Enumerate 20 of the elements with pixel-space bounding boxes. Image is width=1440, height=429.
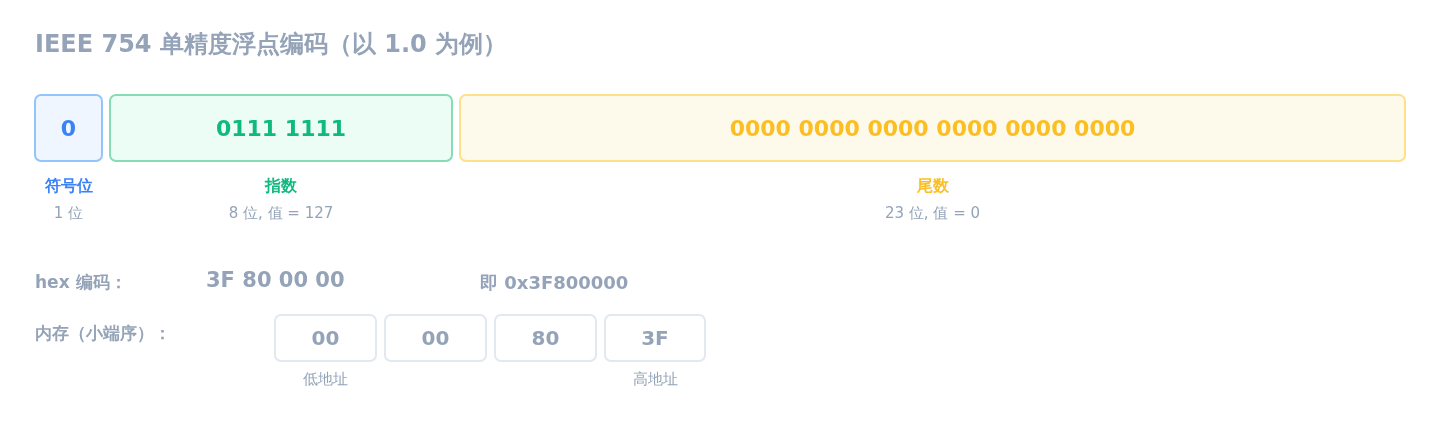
- field-name: 符号位: [43, 176, 94, 197]
- field-size: 8 位, 值 = 127: [227, 204, 335, 223]
- hex-value: 3F 80 00 00: [206, 268, 345, 292]
- field-name: 尾数: [915, 176, 950, 197]
- sign-bit-box: 0: [34, 94, 103, 162]
- mantissa-box: 0000 0000 0000 0000 0000 0000: [459, 94, 1406, 162]
- field-size: 23 位, 值 = 0: [883, 204, 981, 223]
- exponent-box: 0111 1111: [109, 94, 453, 162]
- field-size: 1 位: [52, 204, 85, 223]
- title: IEEE 754 单精度浮点编码（以 1.0 为例）: [35, 29, 508, 60]
- field-name: 指数: [263, 176, 298, 197]
- memory-label: 内存（小端序）：: [35, 322, 171, 345]
- hex-literal: 即 0x3F800000: [480, 271, 629, 295]
- hex-label: hex 编码：: [35, 271, 127, 294]
- address-label: 低地址: [302, 370, 349, 389]
- address-label: 高地址: [631, 370, 679, 389]
- memory-byte-box: 3F: [604, 314, 706, 362]
- memory-byte-box: 00: [384, 314, 487, 362]
- memory-byte-box: 80: [494, 314, 597, 362]
- memory-byte-box: 00: [274, 314, 377, 362]
